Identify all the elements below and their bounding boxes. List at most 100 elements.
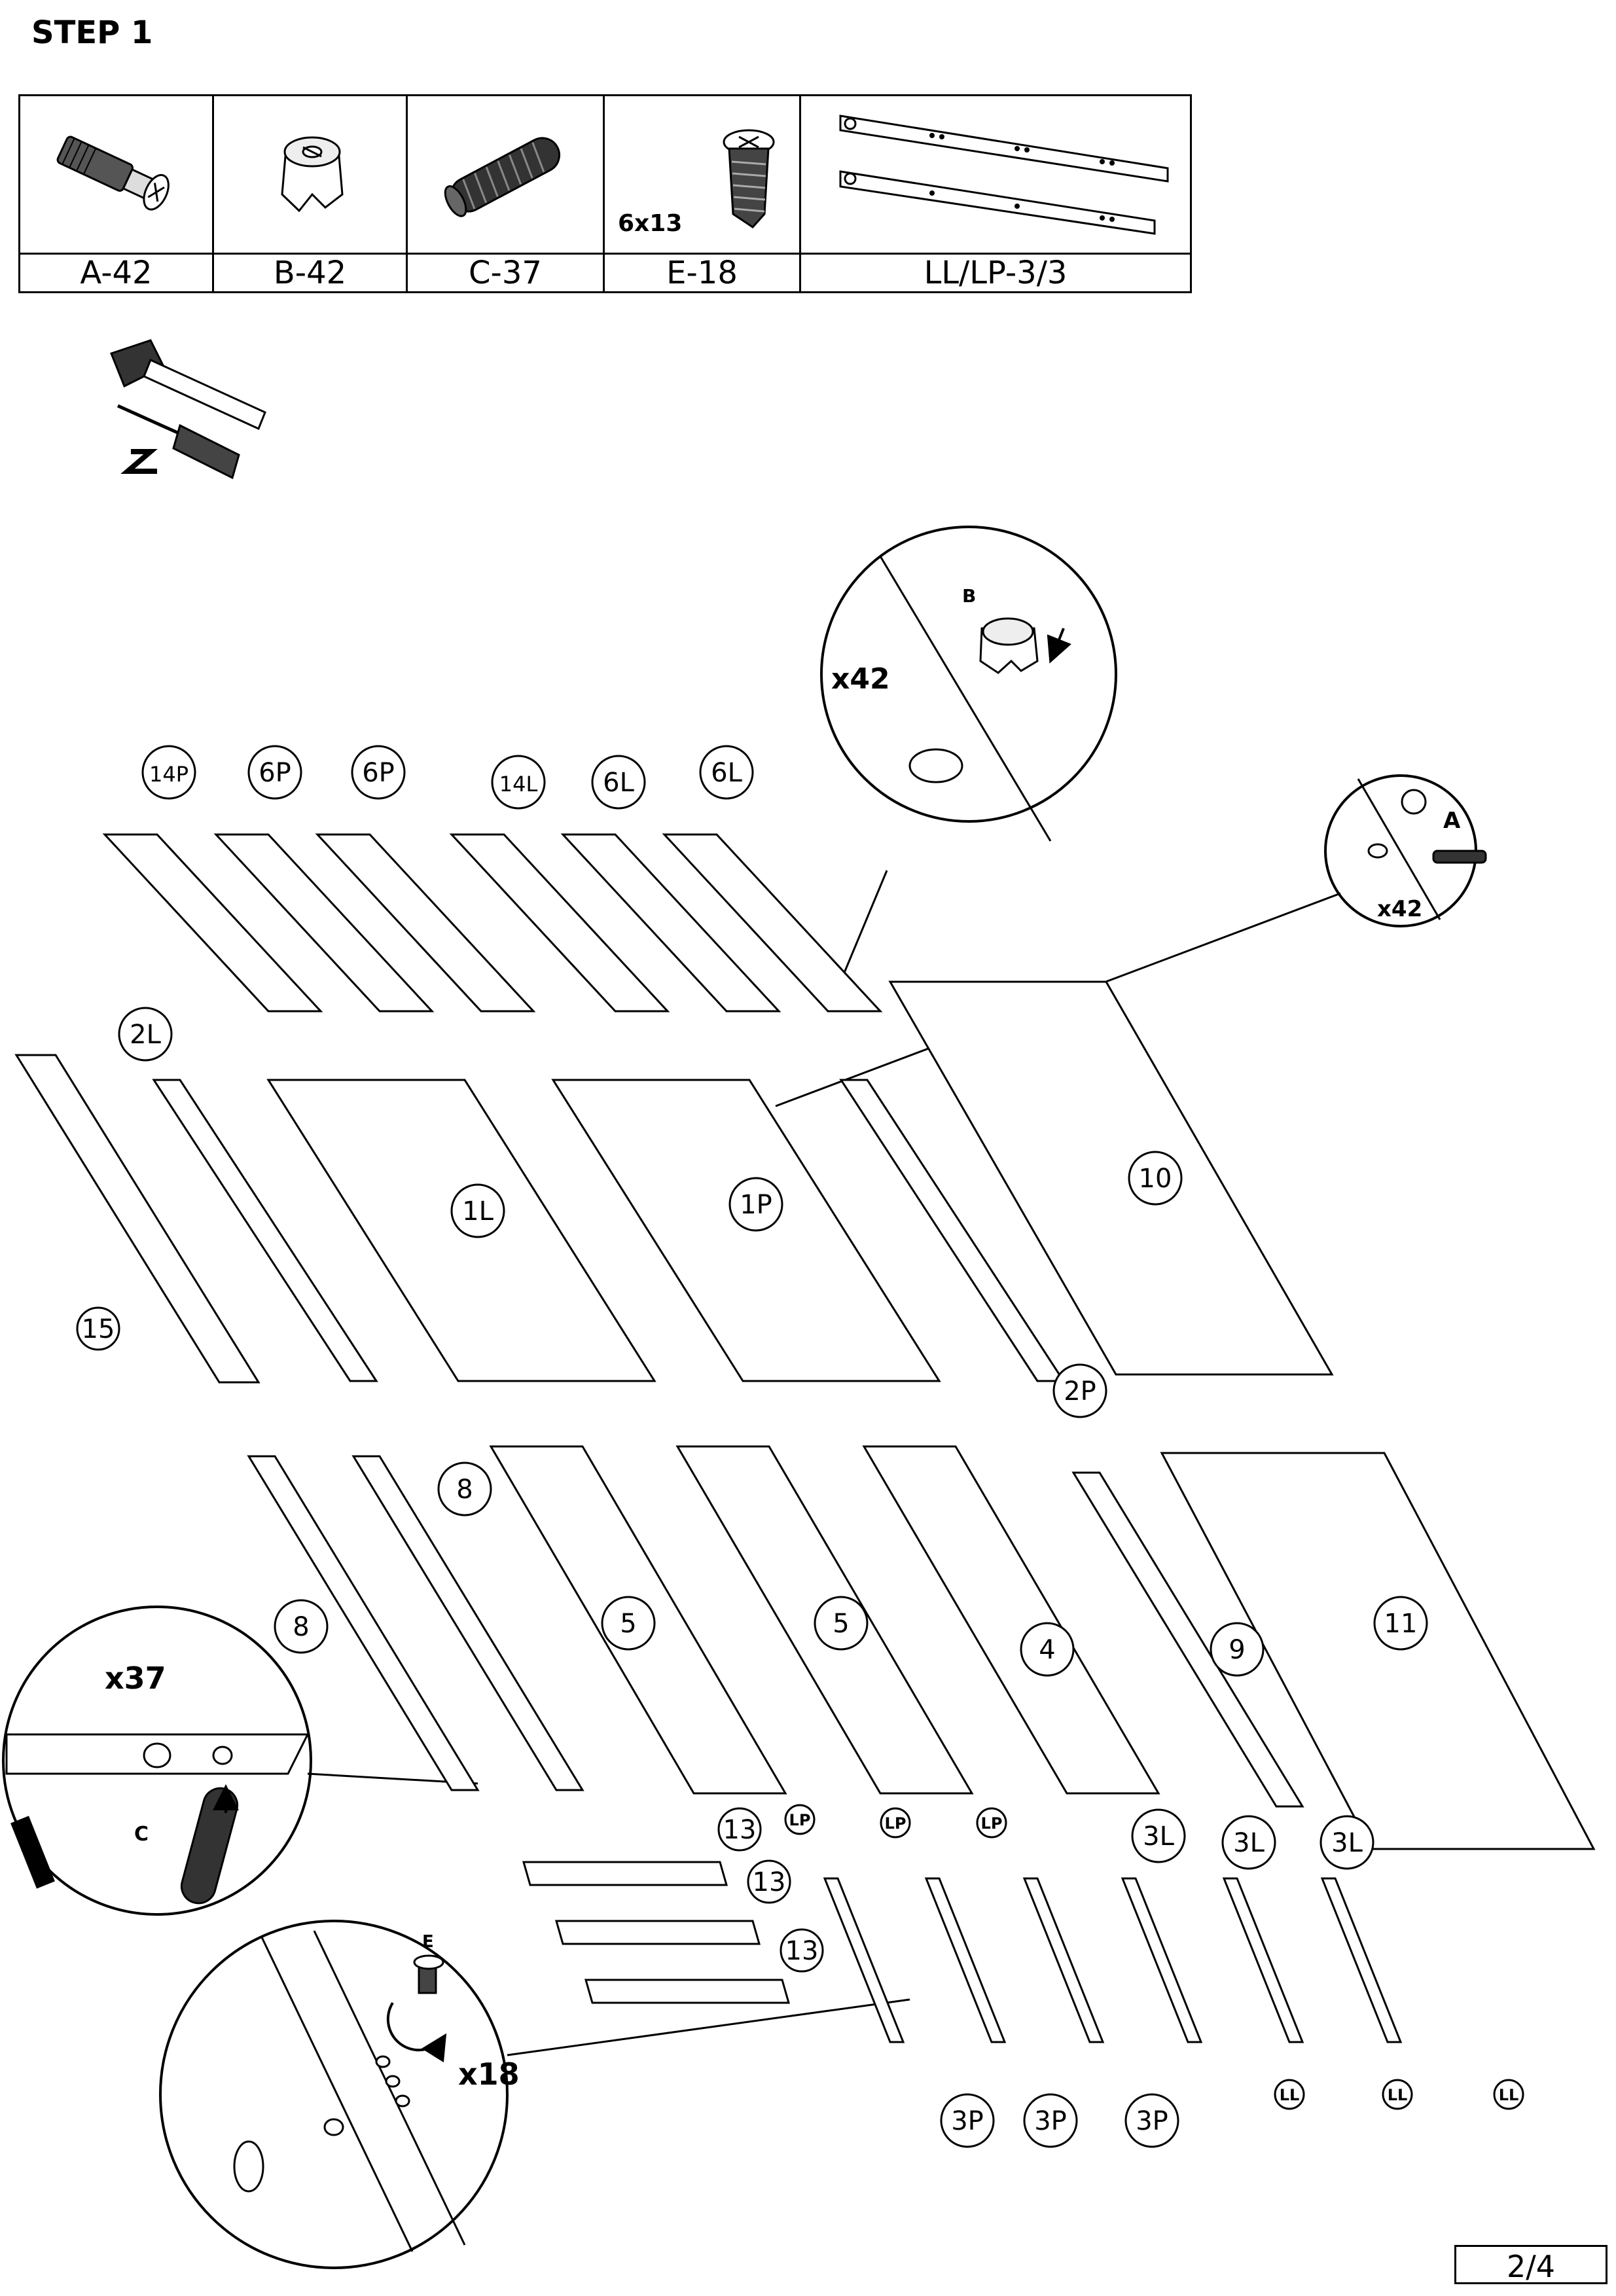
panel-label: 2L: [130, 1020, 161, 1050]
panel-label-circle: [141, 745, 196, 800]
dowel-letter: C: [134, 1823, 149, 1846]
panel-9: [1071, 1471, 1304, 1808]
panel-label-circle: [780, 1928, 824, 1973]
panel-label-circle: [747, 1859, 791, 1904]
panel-label-circle: [450, 1183, 505, 1238]
screw-qty: x18: [458, 2056, 520, 2092]
panel-label-circle: [699, 745, 754, 800]
panel-label-circle: [1052, 1363, 1107, 1418]
panel-label: 2P: [1064, 1376, 1096, 1407]
panel-label-circle: [491, 755, 546, 810]
panel-4: [862, 1445, 1160, 1795]
panel-label-circle: [1210, 1622, 1265, 1677]
cam-lock-letter: B: [962, 585, 976, 607]
screw-icon: [723, 129, 775, 228]
drawer-side-0: [823, 1877, 905, 2043]
runner-label-circle: [880, 1807, 911, 1839]
panel-label: 10: [1139, 1164, 1172, 1194]
panel-label: 8: [293, 1612, 309, 1642]
panel-label: 11: [1384, 1609, 1418, 1639]
runner-label-circle: [1493, 2079, 1524, 2110]
panel-label-circle: [1221, 1815, 1276, 1870]
panel-label: 15: [82, 1314, 115, 1344]
panel-label: 3P: [1034, 2106, 1067, 2136]
panel-label-circle: [591, 755, 646, 810]
panel-6p-a: [213, 833, 435, 1013]
runner-label: LL: [1499, 2086, 1519, 2104]
screw-letter: E: [422, 1932, 434, 1952]
panel-10: [888, 980, 1334, 1376]
runner-label-circle: [784, 1804, 816, 1835]
panel-label-circle: [1128, 1151, 1183, 1206]
cam-lock-icon: [281, 136, 344, 213]
part-a-code: A-42: [18, 253, 214, 293]
runner-label-circle: [1382, 2079, 1413, 2110]
panel-label-circle: [1023, 2093, 1078, 2148]
part-c-cell: [406, 94, 605, 255]
part-runner-code: LL/LP-3/3: [799, 253, 1192, 293]
cam-bolt-qty: x42: [1377, 896, 1422, 922]
panel-label-circle: [118, 1007, 173, 1062]
panel-8-a: [247, 1455, 480, 1791]
panel-13-c: [584, 1979, 790, 2004]
panel-label: 13: [785, 1936, 819, 1966]
panel-2l: [152, 1079, 378, 1382]
runner-label-circle: [976, 1807, 1007, 1839]
page-number: 2/4: [1454, 2245, 1607, 2284]
runner-label: LL: [1388, 2086, 1408, 2104]
panel-13-a: [522, 1861, 728, 1886]
panel-label: 14P: [149, 762, 189, 787]
drawer-side-1: [924, 1877, 1007, 2043]
panel-label: 3L: [1331, 1828, 1363, 1858]
drawer-runner-icon: [839, 115, 1169, 235]
cam-lock-qty: x42: [831, 662, 890, 696]
panel-label-circle: [1124, 2093, 1179, 2148]
runner-label: LL: [1280, 2086, 1300, 2104]
part-b-code: B-42: [212, 253, 408, 293]
panel-label-circle: [717, 1807, 762, 1852]
screwdriver-icon: [117, 404, 240, 480]
panel-label-circle: [814, 1596, 869, 1651]
panel-14l: [449, 833, 670, 1013]
drawer-side-4: [1222, 1877, 1304, 2043]
panel-label: 4: [1039, 1635, 1055, 1665]
panel-6l-a: [560, 833, 781, 1013]
panel-label: 6L: [711, 758, 742, 788]
part-a-cell: [18, 94, 214, 255]
panel-label: 6P: [362, 758, 395, 788]
part-e-cell: 6x13: [603, 94, 801, 255]
cam-lock-callout: [820, 526, 1117, 989]
step-title: STEP 1: [31, 14, 153, 51]
part-c-code: C-37: [406, 253, 605, 293]
runner-label-circle: [1274, 2079, 1305, 2110]
wood-dowel-icon: [444, 137, 561, 217]
panel-6l-b: [662, 833, 883, 1013]
part-b-cell: [212, 94, 408, 255]
hammer-icon: [110, 339, 266, 431]
panel-label: 1P: [740, 1190, 772, 1220]
panel-13-b: [555, 1920, 761, 1945]
panel-label: 13: [723, 1815, 757, 1845]
panel-label-circle: [1131, 1808, 1186, 1863]
panel-label: 6P: [259, 758, 291, 788]
panel-label: 3L: [1233, 1828, 1265, 1858]
dowel-qty: x37: [105, 1660, 166, 1696]
drawer-side-3: [1121, 1877, 1203, 2043]
panel-label: 13: [753, 1867, 786, 1897]
panel-label-circle: [351, 745, 406, 800]
panel-8-b: [351, 1455, 584, 1791]
part-runner-cell: [799, 94, 1192, 255]
panel-label-circle: [247, 745, 302, 800]
allen-key-icon: [120, 449, 158, 474]
panel-label-circle: [1320, 1815, 1374, 1870]
drawer-side-5: [1320, 1877, 1403, 2043]
panel-label-circle: [1373, 1596, 1428, 1651]
panel-label: 3P: [951, 2106, 984, 2136]
panel-15: [14, 1054, 260, 1384]
panel-6p-b: [315, 833, 536, 1013]
screw-size-label: 6x13: [618, 210, 683, 237]
cam-bolt-letter: A: [1443, 808, 1461, 834]
panel-label: 1L: [462, 1196, 494, 1227]
parts-table: 6x13 A-42 B-42 C-37 E-18 LL/LP-3/3: [18, 94, 1192, 293]
